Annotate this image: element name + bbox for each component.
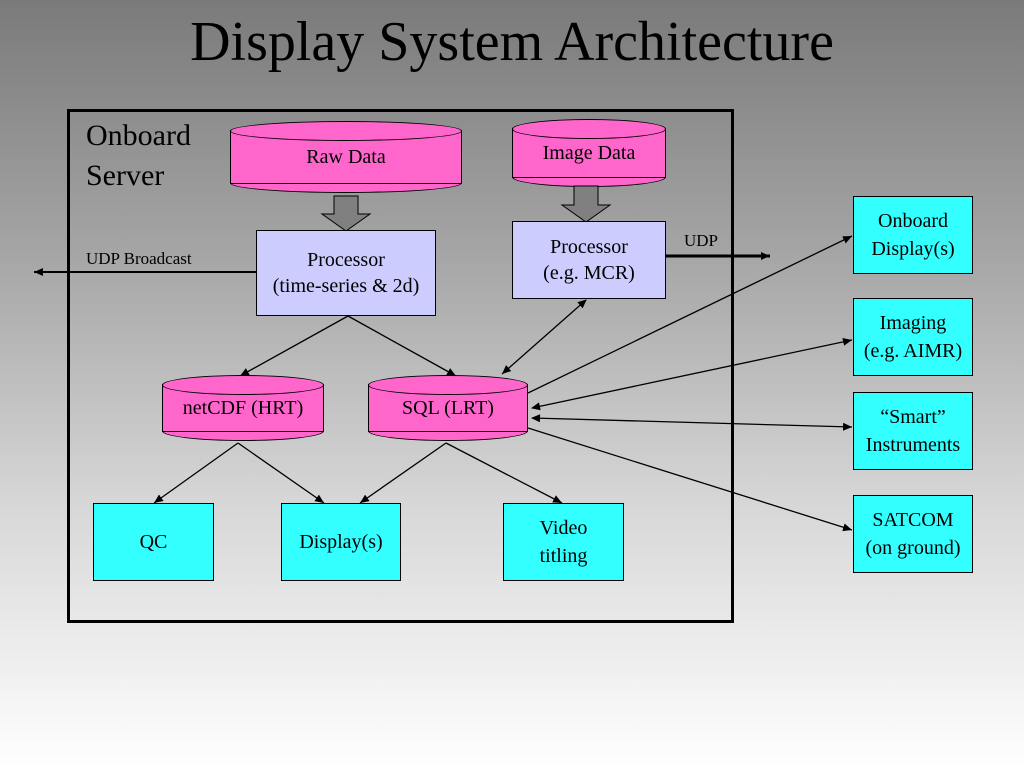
netcdf-label: netCDF (HRT)	[182, 396, 304, 419]
image-data-database: Image Data	[512, 119, 666, 187]
sql-smart-arrow	[531, 414, 853, 431]
displays-box: Display(s)	[281, 503, 401, 581]
sql-imaging-arrow	[531, 337, 853, 411]
processor-mcr: Processor (e.g. MCR)	[512, 221, 666, 299]
proc-to-sql-arrow	[347, 315, 457, 377]
netcdf-to-qc-arrow	[153, 442, 239, 504]
page-title: Display System Architecture	[190, 11, 834, 73]
netcdf-to-displays-arrow	[237, 442, 325, 504]
raw-data-label: Raw Data	[306, 145, 386, 168]
block-arrow-raw-to-processor	[320, 195, 372, 232]
udp-label: UDP	[684, 231, 719, 250]
netcdf-database: netCDF (HRT)	[162, 375, 324, 441]
processor-time-series: Processor (time-series & 2d)	[256, 230, 436, 316]
sql-to-satcom-arrow	[527, 427, 853, 532]
sql-database: SQL (LRT)	[368, 375, 528, 441]
image-data-label: Image Data	[542, 141, 636, 164]
onboard-server-label: Onboard Server	[86, 119, 191, 192]
imaging-box: Imaging (e.g. AIMR)	[853, 298, 973, 376]
sql-to-video-arrow	[445, 442, 563, 504]
video-titling-box: Video titling	[503, 503, 624, 581]
sql-label: SQL (LRT)	[402, 396, 494, 419]
raw-data-database: Raw Data	[230, 121, 462, 193]
udp-broadcast-label: UDP Broadcast	[86, 249, 192, 268]
proc-to-netcdf-arrow	[239, 315, 349, 377]
onboard-displays-box: Onboard Display(s)	[853, 196, 973, 274]
qc-box: QC	[93, 503, 214, 581]
mcr-sql-arrow	[501, 299, 587, 375]
smart-instruments-box: “Smart” Instruments	[853, 392, 973, 470]
block-arrow-image-to-processor	[560, 185, 612, 223]
satcom-box: SATCOM (on ground)	[853, 495, 973, 573]
sql-to-displays-arrow	[359, 442, 447, 504]
